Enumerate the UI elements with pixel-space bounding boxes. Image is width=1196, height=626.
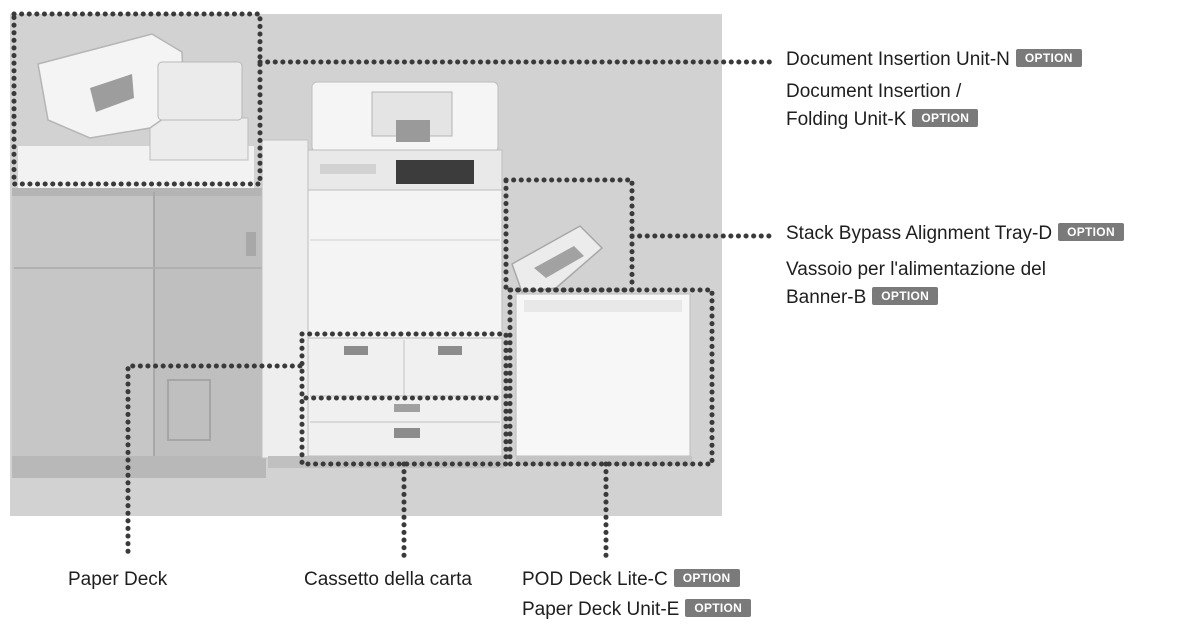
label-document-insertion-folding-line2: Folding Unit-K OPTION (786, 108, 979, 132)
banner-feed-text: Banner-B (786, 287, 867, 308)
document-insertion-folding-text: Folding Unit-K (786, 109, 907, 130)
pod-deck-body (515, 293, 692, 466)
label-stack-bypass: Stack Bypass Alignment Tray-D OPTION (786, 222, 1124, 246)
label-banner-feed-line2: Banner-B OPTION (786, 286, 939, 310)
paper-deck-body (12, 188, 266, 478)
main-printer-body (307, 81, 503, 457)
option-badge: OPTION (673, 568, 740, 587)
option-badge: OPTION (912, 108, 979, 127)
pod-deck-text: POD Deck Lite-C (522, 569, 668, 590)
option-badge: OPTION (1015, 48, 1082, 67)
label-paper-cassette: Cassetto della carta (304, 569, 472, 590)
document-insertion-unit-text: Document Insertion Unit-N (786, 49, 1010, 70)
label-pod-deck: POD Deck Lite-C OPTION (522, 568, 740, 592)
stack-bypass-text: Stack Bypass Alignment Tray-D (786, 223, 1053, 244)
stack-bypass-tray-shape (511, 225, 604, 293)
dotted-box-document-insertion (11, 11, 263, 187)
label-banner-feed-line1: Vassoio per l'alimentazione del (786, 259, 1046, 280)
leader-paper-deck (125, 363, 303, 559)
document-insertion-unit-shape (18, 33, 254, 188)
option-badge: OPTION (872, 286, 939, 305)
label-document-insertion-unit: Document Insertion Unit-N OPTION (786, 48, 1082, 72)
label-paper-deck-unit: Paper Deck Unit-E OPTION (522, 598, 752, 622)
option-badge: OPTION (685, 598, 752, 617)
option-badge: OPTION (1058, 222, 1124, 241)
dotted-box-pod-deck (507, 287, 715, 467)
dotted-box-paper-cassette (299, 331, 509, 467)
label-paper-deck: Paper Deck (68, 569, 168, 590)
connector-column (261, 139, 309, 459)
paper-deck-unit-text: Paper Deck Unit-E (522, 599, 680, 620)
label-document-insertion-folding-line1: Document Insertion / (786, 81, 962, 102)
